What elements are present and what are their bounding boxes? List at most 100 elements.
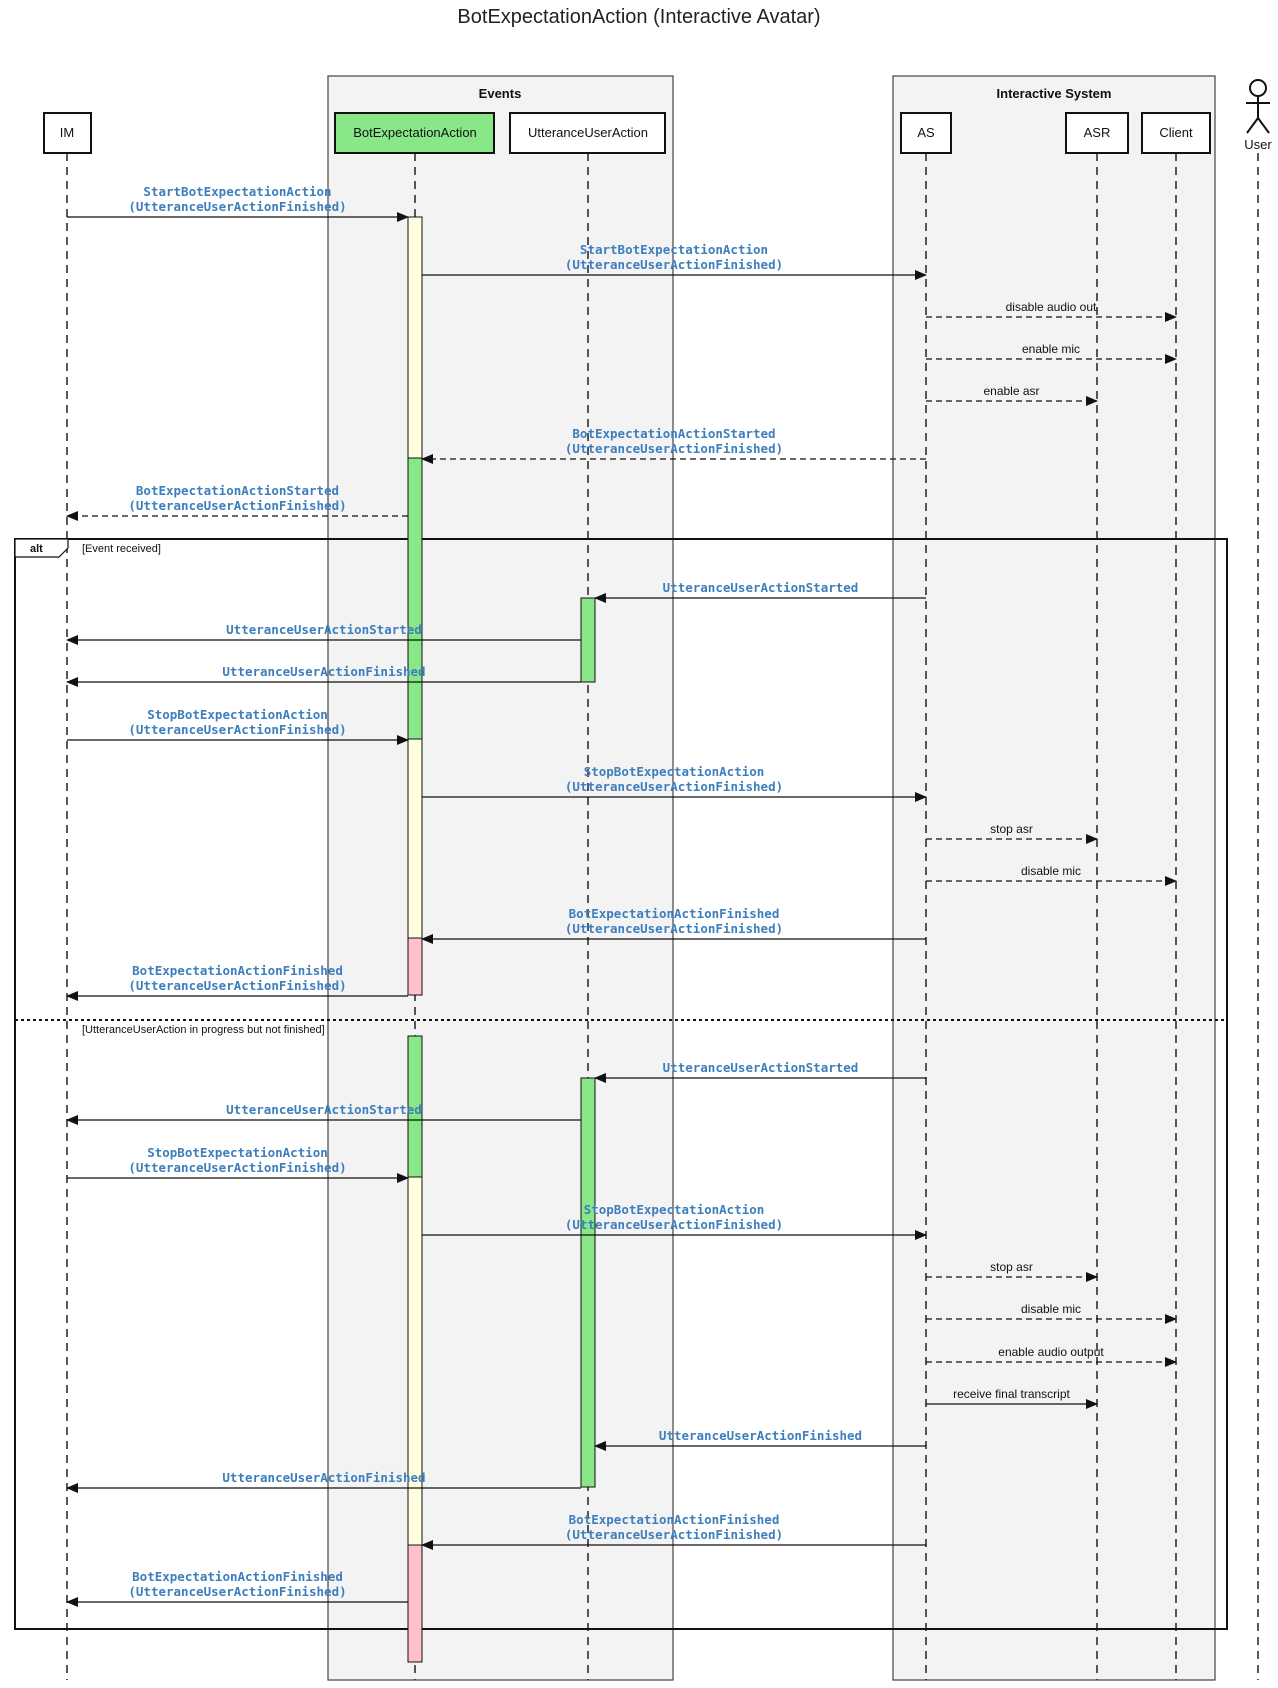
activation-bars (407, 216, 596, 1663)
message: UtteranceUserActionStarted (66, 1102, 581, 1125)
message: disable audio out (926, 300, 1177, 322)
message: BotExpectationActionStarted(UtteranceUse… (421, 426, 926, 464)
message: StopBotExpectationAction(UtteranceUserAc… (422, 764, 927, 802)
participant-utteranceuseraction[interactable]: UtteranceUserAction (509, 112, 666, 154)
message-label: disable mic (1021, 864, 1081, 878)
group-label-interactive-system: Interactive System (997, 86, 1112, 101)
message-label: UtteranceUserActionStarted (663, 580, 859, 595)
message: UtteranceUserActionStarted (594, 580, 926, 603)
message-label: (UtteranceUserActionFinished) (128, 199, 346, 214)
message-label: UtteranceUserActionStarted (226, 622, 422, 637)
message-label: (UtteranceUserActionFinished) (565, 921, 783, 936)
participant-as[interactable]: AS (900, 112, 952, 154)
message-label: (UtteranceUserActionFinished) (128, 1584, 346, 1599)
participant-label-im: IM (60, 125, 74, 140)
group-interactive-system: Interactive System (892, 75, 1216, 1681)
actor-label-user: User (1244, 137, 1272, 152)
message-label: enable asr (983, 384, 1039, 398)
activation-bar-bea (407, 1544, 423, 1663)
message-label: BotExpectationActionFinished (569, 906, 780, 921)
alt-condition-1: [Event received] (82, 543, 161, 555)
message-label: BotExpectationActionStarted (136, 483, 339, 498)
message: stop asr (926, 1260, 1098, 1282)
message: BotExpectationActionFinished(UtteranceUs… (66, 1569, 408, 1607)
message: UtteranceUserActionStarted (66, 622, 581, 645)
message-label: StopBotExpectationAction (584, 1202, 765, 1217)
message-label: UtteranceUserActionFinished (222, 1470, 425, 1485)
message-label: UtteranceUserActionFinished (659, 1428, 862, 1443)
activation-bar-bea (407, 216, 423, 459)
message: enable asr (926, 384, 1098, 406)
message-label: (UtteranceUserActionFinished) (565, 1527, 783, 1542)
message-label: UtteranceUserActionStarted (663, 1060, 859, 1075)
message: UtteranceUserActionStarted (594, 1060, 926, 1083)
message: StartBotExpectationAction(UtteranceUserA… (422, 242, 927, 280)
message: receive final transcript (926, 1387, 1098, 1409)
messages: StartBotExpectationAction(UtteranceUserA… (66, 184, 1177, 1607)
lifelines (66, 153, 1259, 1680)
actor-user[interactable]: User (1244, 79, 1272, 152)
participant-asr[interactable]: ASR (1065, 112, 1129, 154)
message-label: enable audio output (998, 1345, 1104, 1359)
participant-label-client: Client (1159, 125, 1193, 140)
message-label: BotExpectationActionStarted (572, 426, 775, 441)
message: UtteranceUserActionFinished (66, 664, 581, 687)
message: stop asr (926, 822, 1098, 844)
message: BotExpectationActionFinished(UtteranceUs… (421, 1512, 926, 1550)
activation-bar-uua (580, 597, 596, 683)
message-label: (UtteranceUserActionFinished) (565, 257, 783, 272)
message-label: stop asr (990, 1260, 1033, 1274)
message-label: BotExpectationActionFinished (569, 1512, 780, 1527)
message-label: BotExpectationActionFinished (132, 1569, 343, 1584)
message-label: enable mic (1022, 342, 1080, 356)
message: BotExpectationActionFinished(UtteranceUs… (66, 963, 408, 1001)
participant-label-utteranceuseraction: UtteranceUserAction (528, 125, 648, 140)
message-label: StartBotExpectationAction (580, 242, 768, 257)
message-label: (UtteranceUserActionFinished) (565, 779, 783, 794)
message-label: disable mic (1021, 1302, 1081, 1316)
participant-label-botexpectationaction: BotExpectationAction (353, 125, 477, 140)
alt-frame: alt [Event received] [UtteranceUserActio… (14, 538, 1228, 1630)
alt-tag: alt (30, 543, 43, 555)
message-label: receive final transcript (953, 1387, 1070, 1401)
activation-bar-bea (407, 1176, 423, 1546)
message-label: disable audio out (1006, 300, 1097, 314)
message-label: (UtteranceUserActionFinished) (565, 441, 783, 456)
message-label: StopBotExpectationAction (147, 707, 328, 722)
message-label: StopBotExpectationAction (147, 1145, 328, 1160)
message-label: StartBotExpectationAction (143, 184, 331, 199)
participant-botexpectationaction[interactable]: BotExpectationAction (334, 112, 495, 154)
message: StopBotExpectationAction(UtteranceUserAc… (67, 707, 409, 745)
message-label: (UtteranceUserActionFinished) (128, 722, 346, 737)
message-label: (UtteranceUserActionFinished) (128, 498, 346, 513)
diagram-title: BotExpectationAction (Interactive Avatar… (457, 6, 820, 28)
message: enable mic (926, 342, 1177, 364)
message: disable mic (926, 1302, 1177, 1324)
message-label: (UtteranceUserActionFinished) (128, 978, 346, 993)
message-label: stop asr (990, 822, 1033, 836)
group-label-events: Events (479, 86, 522, 101)
message-label: UtteranceUserActionStarted (226, 1102, 422, 1117)
alt-condition-2: [UtteranceUserAction in progress but not… (82, 1024, 325, 1036)
participant-im[interactable]: IM (43, 112, 92, 154)
message-label: UtteranceUserActionFinished (222, 664, 425, 679)
message-label: (UtteranceUserActionFinished) (565, 1217, 783, 1232)
participant-label-asr: ASR (1084, 125, 1111, 140)
participants: IM BotExpectationAction UtteranceUserAct… (43, 79, 1272, 154)
message-label: (UtteranceUserActionFinished) (128, 1160, 346, 1175)
message-label: BotExpectationActionFinished (132, 963, 343, 978)
group-events: Events (327, 75, 674, 1681)
participant-client[interactable]: Client (1141, 112, 1211, 154)
participant-label-as: AS (917, 125, 935, 140)
stick-figure-icon (1246, 79, 1270, 134)
message: UtteranceUserActionFinished (594, 1428, 926, 1451)
message: StopBotExpectationAction(UtteranceUserAc… (67, 1145, 409, 1183)
activation-bar-bea (407, 738, 423, 939)
message: disable mic (926, 864, 1177, 886)
message-label: StopBotExpectationAction (584, 764, 765, 779)
activation-bar-bea (407, 937, 423, 996)
message: UtteranceUserActionFinished (66, 1470, 581, 1493)
message: BotExpectationActionStarted(UtteranceUse… (66, 483, 408, 521)
activation-bar-bea (407, 457, 423, 740)
